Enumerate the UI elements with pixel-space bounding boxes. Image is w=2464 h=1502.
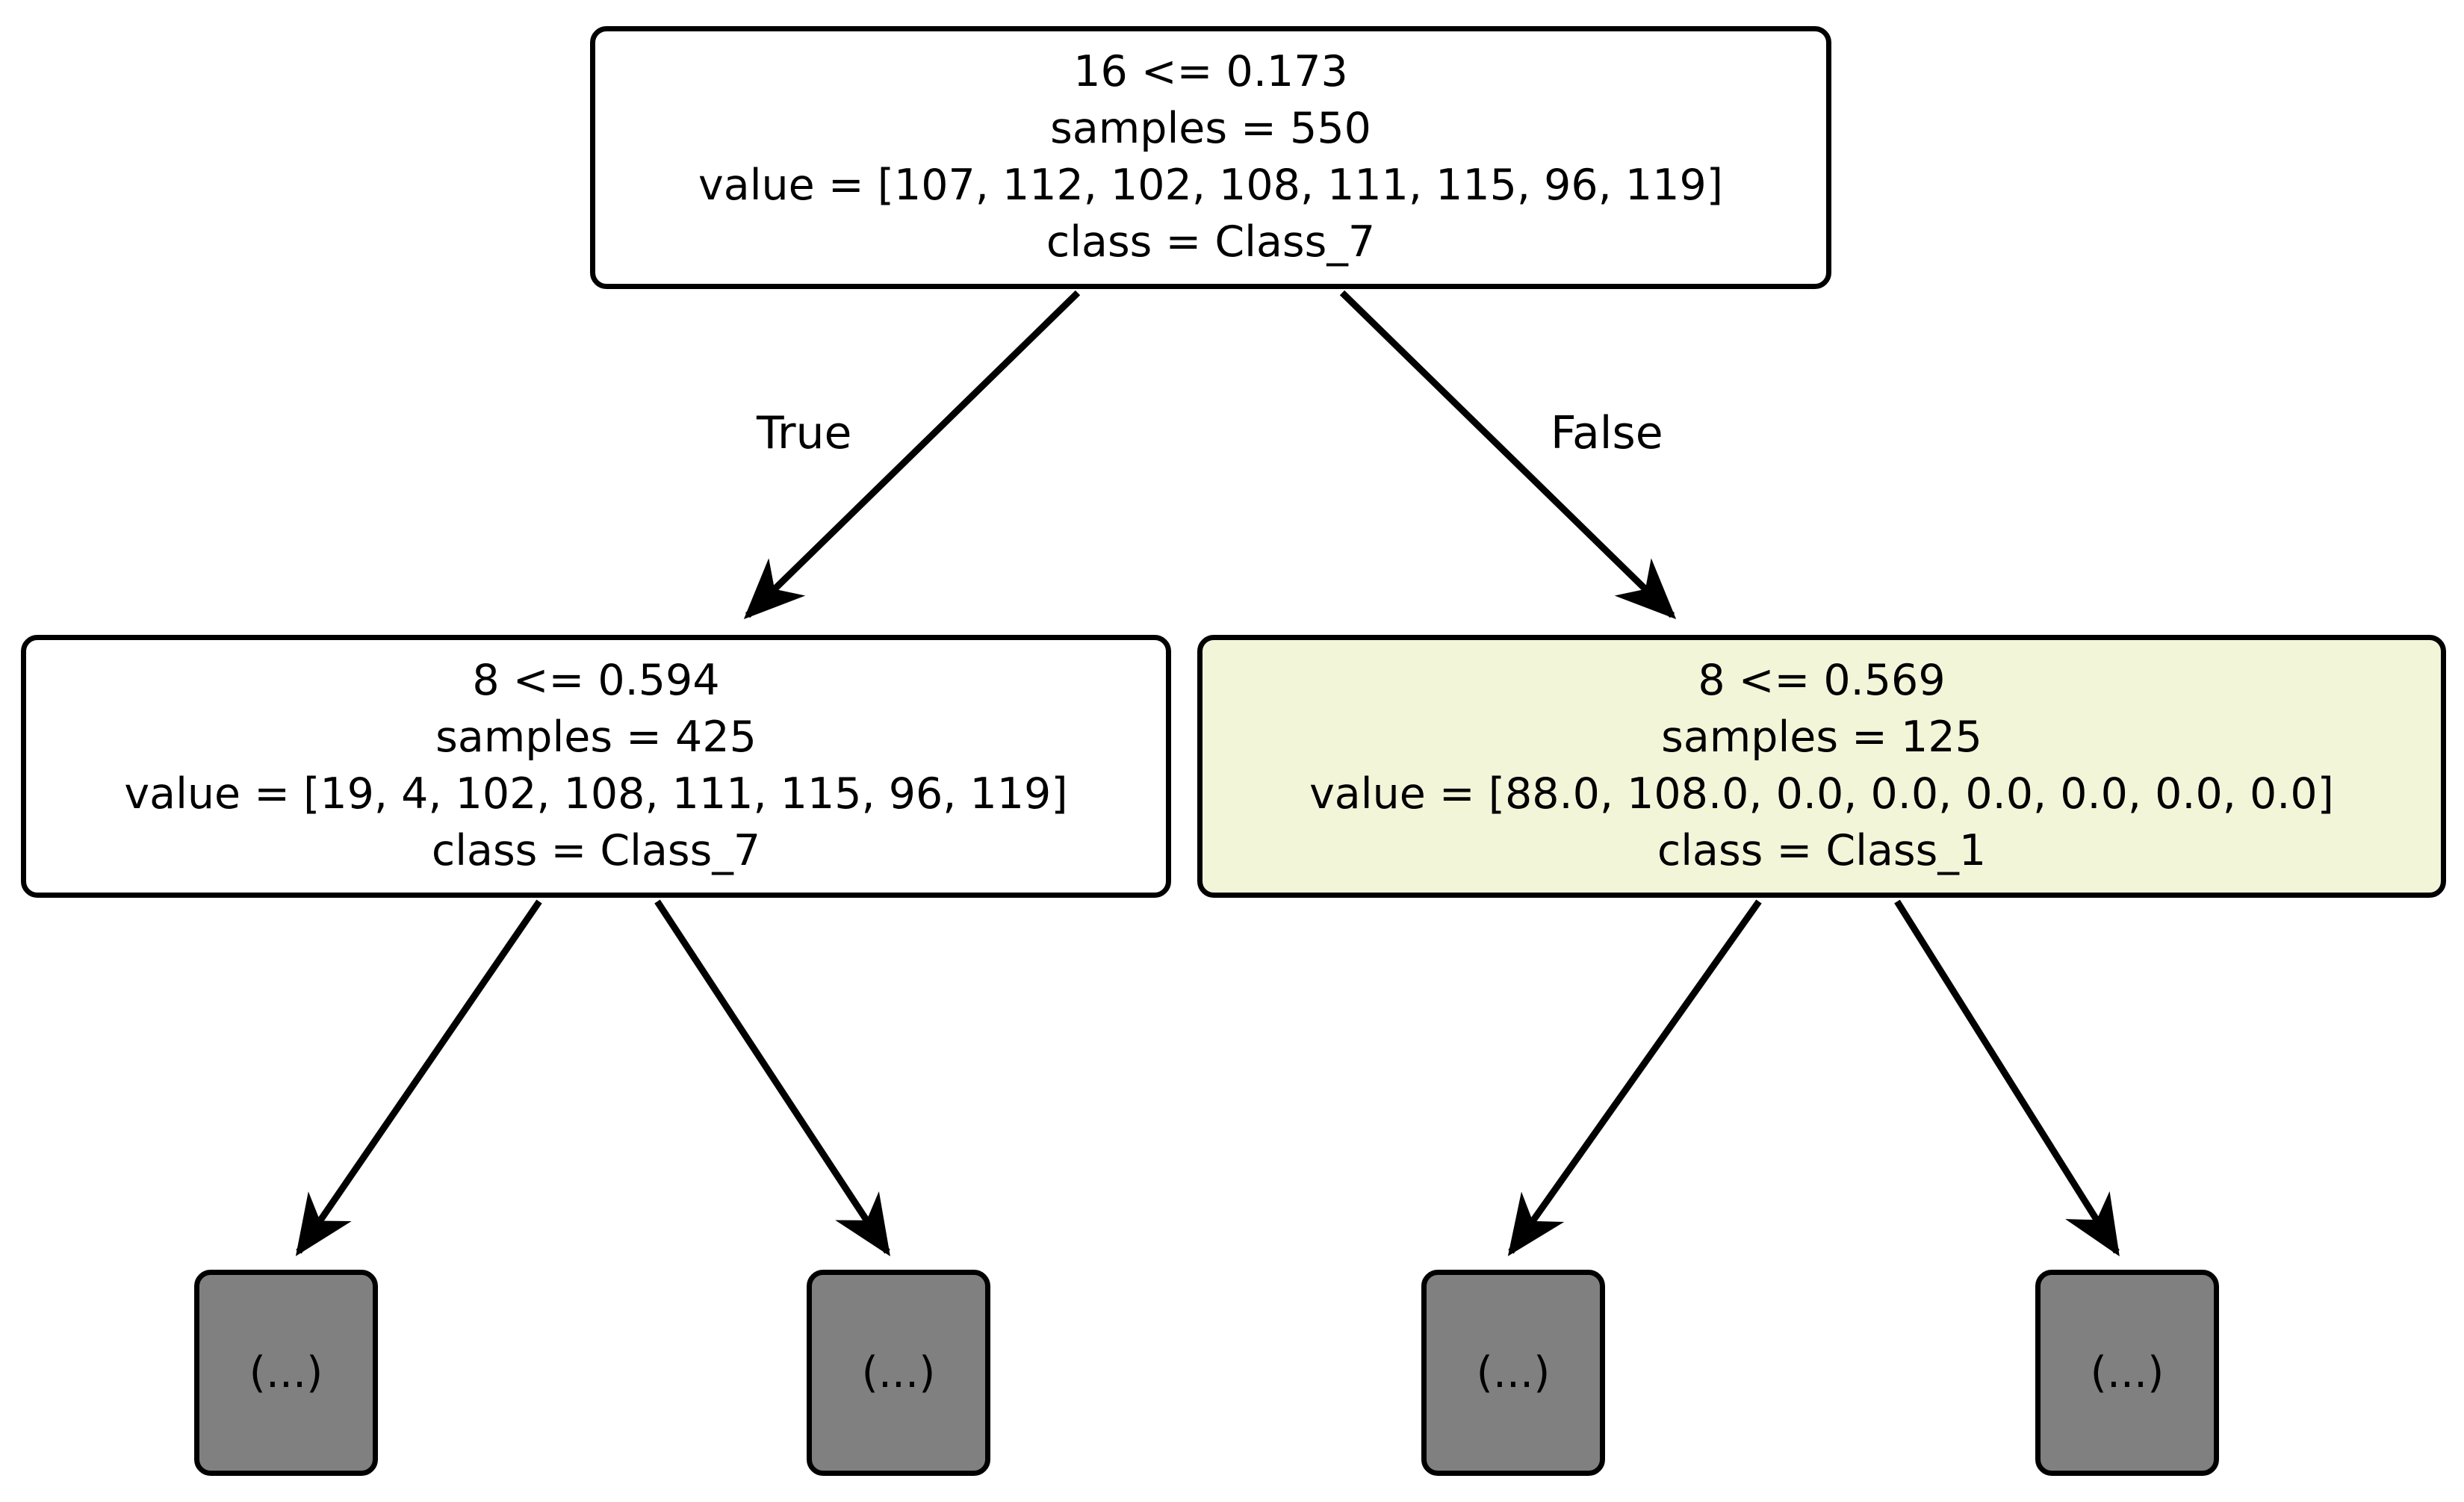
node-root-condition: 16 <= 0.173 [1073, 47, 1348, 97]
node-right-class: class = Class_1 [1657, 825, 1987, 875]
tree-node-truncated-1[interactable]: (...) [807, 1270, 990, 1476]
edge-label-false: False [1551, 407, 1663, 459]
truncated-label: (...) [1476, 1347, 1551, 1397]
edge-left-to-leaf-0 [295, 899, 542, 1256]
truncated-label: (...) [249, 1347, 323, 1397]
node-left-value: value = [19, 4, 102, 108, 111, 115, 96, … [124, 769, 1068, 819]
edge-left-to-leaf-1 [654, 899, 890, 1257]
node-right-value: value = [88.0, 108.0, 0.0, 0.0, 0.0, 0.0… [1309, 769, 2334, 819]
edge-root-to-right [1339, 290, 1677, 620]
truncated-label: (...) [861, 1347, 936, 1397]
node-right-samples: samples = 125 [1661, 713, 1982, 763]
tree-node-left-child[interactable]: 8 <= 0.594 samples = 425 value = [19, 4,… [21, 635, 1171, 898]
node-root-samples: samples = 550 [1050, 104, 1371, 154]
node-left-condition: 8 <= 0.594 [472, 656, 720, 706]
edge-right-to-leaf-3 [1894, 899, 2120, 1257]
node-left-class: class = Class_7 [431, 825, 761, 875]
tree-node-root[interactable]: 16 <= 0.173 samples = 550 value = [107, … [590, 26, 1831, 289]
tree-node-truncated-0[interactable]: (...) [194, 1270, 378, 1476]
truncated-label: (...) [2090, 1347, 2164, 1397]
edge-root-to-left [743, 290, 1081, 620]
node-right-condition: 8 <= 0.569 [1698, 656, 1946, 706]
tree-node-truncated-2[interactable]: (...) [1421, 1270, 1605, 1476]
tree-node-truncated-3[interactable]: (...) [2035, 1270, 2219, 1476]
tree-node-right-child[interactable]: 8 <= 0.569 samples = 125 value = [88.0, … [1197, 635, 2446, 898]
node-root-value: value = [107, 112, 102, 108, 111, 115, 9… [698, 161, 1723, 210]
edge-right-to-leaf-2 [1507, 899, 1762, 1256]
node-root-class: class = Class_7 [1046, 217, 1376, 267]
node-left-samples: samples = 425 [435, 713, 757, 763]
edge-label-true: True [757, 407, 852, 459]
